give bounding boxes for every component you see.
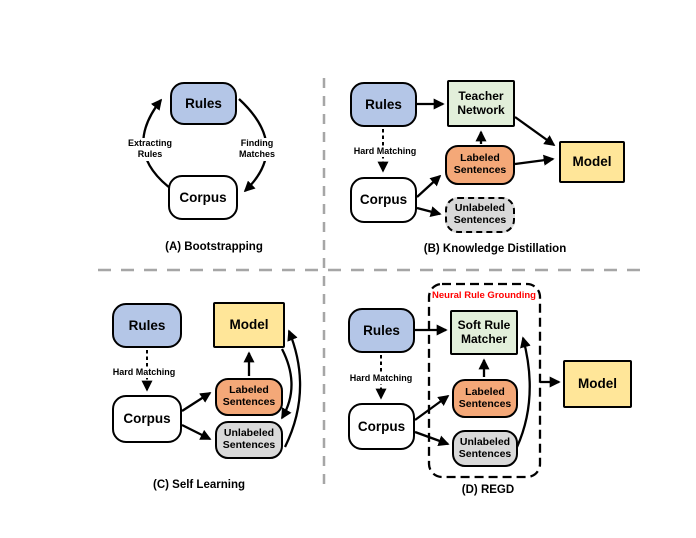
edge-label-extracting-rules: Extracting Rules [119,138,181,161]
node-unlabeled-sentences-d: Unlabeled Sentences [452,430,518,467]
caption-panel-d: (D) REGD [461,484,515,496]
node-corpus-c: Corpus [112,395,182,443]
node-corpus-d: Corpus [348,403,415,450]
node-rules-a: Rules [170,82,237,125]
edge-label-hard-matching-b: Hard Matching [352,146,418,158]
node-rules-b: Rules [350,82,417,127]
arrow-corpus-to-labeled-d [414,395,450,421]
neural-rule-grounding-label: Neural Rule Grounding [432,290,536,301]
arrow-model-to-unlabeled-c [280,348,293,420]
node-corpus-b: Corpus [350,177,417,223]
arrow-labeled-to-model-b [514,154,555,166]
neural-rule-grounding-container [427,282,542,479]
caption-panel-b: (B) Knowledge Distillation [423,243,567,255]
edge-label-hard-matching-d: Hard Matching [348,373,414,385]
node-labeled-sentences-c: Labeled Sentences [215,378,283,416]
arrow-corpus-to-unlabeled-d [414,430,450,446]
caption-panel-c: (C) Self Learning [152,479,245,491]
node-unlabeled-sentences-b: Unlabeled Sentences [445,197,515,233]
node-corpus-a: Corpus [168,175,238,220]
arrow-corpus-to-labeled-b [416,174,442,198]
node-soft-rule-matcher-d: Soft Rule Matcher [450,310,518,355]
arrow-corpus-to-unlabeled-c [181,423,212,441]
node-model-d: Model [563,360,632,408]
node-rules-c: Rules [112,303,182,348]
node-labeled-sentences-d: Labeled Sentences [452,379,518,418]
node-unlabeled-sentences-c: Unlabeled Sentences [215,421,283,459]
arrow-teacher-to-model-b [514,116,556,146]
node-rules-d: Rules [348,308,415,353]
arrow-unlabeled-to-model-c [283,329,302,448]
arrow-unlabeled-to-srm-d [515,336,531,448]
caption-panel-a: (A) Bootstrapping [165,241,263,253]
node-labeled-sentences-b: Labeled Sentences [445,145,515,185]
edge-label-hard-matching-c: Hard Matching [111,367,177,379]
arrow-corpus-to-unlabeled-b [416,206,442,217]
node-model-b: Model [559,141,625,183]
node-teacher-network-b: Teacher Network [447,80,515,127]
edge-label-finding-matches: Finding Matches [226,138,288,161]
arrow-corpus-to-labeled-c [181,392,212,412]
node-model-c: Model [213,302,285,348]
